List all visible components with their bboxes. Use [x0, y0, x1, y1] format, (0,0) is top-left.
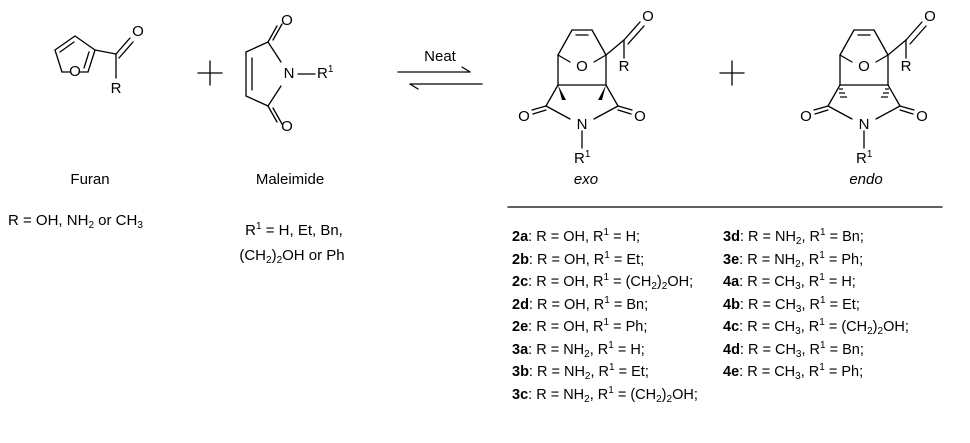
compound-id: 4b	[723, 296, 740, 313]
atom-label-o: O	[69, 63, 81, 80]
atom-label-o: O	[576, 58, 588, 75]
compound-id: 3c	[512, 386, 529, 403]
atom-label-r1: R1	[574, 149, 591, 168]
atom-label-r1: R1	[317, 64, 334, 83]
compound-row-3e: 3e: R = NH2, R1 = Ph;	[723, 249, 864, 270]
compound-row-4b: 4b: R = CH3, R1 = Et;	[723, 294, 860, 315]
compound-row-3d: 3d: R = NH2, R1 = Bn;	[723, 227, 864, 247]
compound-id: 3d	[723, 229, 740, 245]
product-name-exo: exo	[573, 171, 599, 188]
compound-id: 2c	[512, 274, 529, 290]
compound-row-2d: 2d: R = OH, R1 = Bn;	[512, 294, 649, 313]
compound-row-3b: 3b: R = NH2, R1 = Et;	[512, 362, 649, 382]
compound-row-4a: 4a: R = CH3, R1 = H;	[723, 272, 856, 292]
equilibrium-arrow	[397, 66, 483, 90]
compound-row-2b: 2b: R = OH, R1 = Et;	[512, 249, 645, 268]
compound-row-3c: 3c: R = NH2, R1 = (CH2)2OH;	[512, 384, 698, 405]
compound-id: 4a	[723, 274, 740, 290]
compound-row-4e: 4e: R = CH3, R1 = Ph;	[723, 362, 864, 382]
compound-id: 3b	[512, 364, 529, 380]
maleimide-substituents-line-2: (CH2)2OH or Ph	[239, 247, 345, 266]
atom-label-o: O	[132, 23, 144, 40]
compound-id: 3a	[512, 341, 529, 358]
compound-id: 4d	[723, 341, 740, 358]
arrow-label: Neat	[424, 48, 456, 65]
furan-structure	[54, 35, 134, 79]
compound-row-3a: 3a: R = NH2, R1 = H;	[512, 339, 645, 360]
atom-label-n: N	[576, 116, 588, 133]
atom-label-r: R	[618, 58, 630, 75]
atom-label-r: R	[110, 80, 122, 97]
atom-label-o: O	[916, 108, 928, 125]
furan-substituents: R = OH, NH2 or CH3	[8, 212, 143, 231]
compound-row-4c: 4c: R = CH3, R1 = (CH2)2OH;	[723, 317, 909, 337]
atom-label-o: O	[924, 8, 936, 25]
compound-id: 3e	[723, 251, 740, 268]
atom-label-n: N	[283, 65, 295, 82]
atom-label-r1: R1	[856, 149, 873, 168]
atom-label-r: R	[900, 58, 912, 75]
atom-label-n: N	[858, 116, 870, 133]
atom-label-o: O	[634, 108, 646, 125]
reagent-name-furan: Furan	[70, 171, 110, 188]
compound-id: 4e	[723, 364, 740, 380]
reagent-name-maleimide: Maleimide	[255, 171, 325, 188]
maleimide-structure	[245, 23, 316, 125]
compound-id: 4c	[723, 319, 740, 335]
compound-id: 2e	[512, 319, 529, 335]
maleimide-substituents-line-1: R1 = H, Et, Bn,	[245, 221, 343, 240]
compound-id: 2a	[512, 229, 529, 245]
atom-label-o: O	[281, 12, 293, 29]
endo-structure	[813, 21, 927, 149]
compound-row-2c: 2c: R = OH, R1 = (CH2)2OH;	[512, 272, 694, 292]
product-name-endo: endo	[849, 171, 883, 188]
compound-row-2a: 2a: R = OH, R1 = H;	[512, 227, 641, 246]
exo-structure	[531, 21, 645, 149]
compound-id: 2b	[512, 251, 529, 268]
atom-label-o: O	[642, 8, 654, 25]
compound-row-4d: 4d: R = CH3, R1 = Bn;	[723, 339, 864, 360]
compound-row-2e: 2e: R = OH, R1 = Ph;	[512, 317, 648, 336]
atom-label-o: O	[281, 118, 293, 135]
atom-label-o: O	[518, 108, 530, 125]
atom-label-o: O	[800, 108, 812, 125]
compound-id: 2d	[512, 296, 529, 313]
atom-label-o: O	[858, 58, 870, 75]
